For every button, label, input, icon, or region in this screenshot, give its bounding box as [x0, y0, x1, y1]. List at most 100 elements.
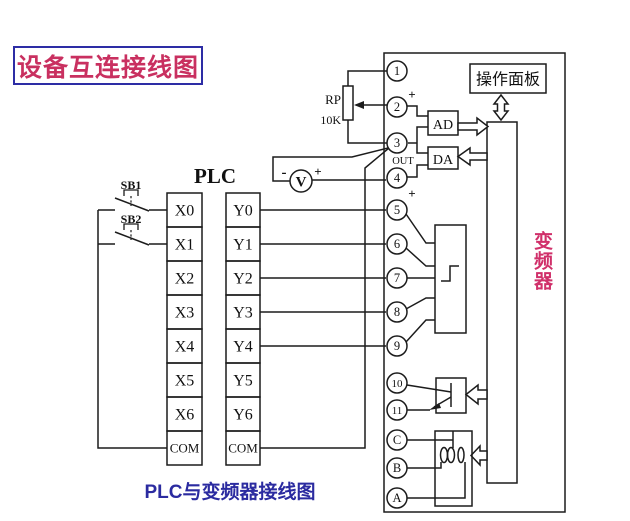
diagram-caption: PLC与变频器接线图	[125, 477, 335, 504]
plc-cell-x1: X1	[166, 226, 203, 262]
plc-cell-label: X0	[175, 203, 195, 220]
coil-turn-icon	[457, 446, 465, 464]
voltmeter-plus: +	[314, 164, 321, 179]
plc-cell-label: X1	[175, 237, 195, 254]
wire-t9-in	[405, 319, 435, 343]
ad-to-bus-arrow-icon	[457, 116, 490, 137]
terminal-c: C	[386, 429, 408, 451]
plc-output-column: Y0 Y1 Y2 Y3 Y4 Y5 Y6 COM	[225, 192, 261, 466]
contact-arrowhead-icon	[429, 403, 441, 410]
digital-input-block	[405, 213, 467, 343]
wire-t4-da	[407, 164, 428, 178]
analog-terminal-wiring: + OUT +	[392, 87, 428, 201]
step-signal-icon	[441, 265, 459, 282]
inverter-enclosure	[383, 52, 566, 513]
plc-cell-com-out: COM	[225, 430, 261, 466]
wire-com-t3	[260, 147, 390, 449]
da-label: DA	[433, 153, 454, 168]
wire-vm-t3	[272, 147, 389, 182]
terminal-label: 3	[394, 136, 400, 150]
terminal-label: B	[393, 461, 401, 475]
plus-analog-in: +	[408, 87, 415, 102]
bus-to-da-arrow-icon	[456, 146, 488, 167]
plus-analog-out: +	[408, 186, 415, 201]
plc-cell-label: Y1	[233, 237, 253, 254]
wire-t10-contact	[406, 384, 452, 393]
pushbutton-sb1: SB1	[98, 178, 167, 212]
switch-blade	[114, 231, 150, 246]
terminal-6: 6	[386, 233, 408, 255]
caption-rest: 与变频器接线图	[182, 482, 316, 503]
terminal-label: 6	[394, 237, 400, 251]
terminal-label: 11	[392, 405, 403, 417]
wire-rp-t1	[347, 70, 387, 86]
inverter-internal-bus	[486, 121, 518, 484]
plc-cell-y4: Y4	[225, 328, 261, 364]
wire-t2-ad	[407, 105, 428, 117]
terminal-label: 7	[394, 271, 400, 285]
terminal-2: 2	[386, 96, 408, 118]
plc-cell-x2: X2	[166, 260, 203, 296]
wire-t5-in	[405, 213, 435, 244]
terminal-label: 10	[392, 378, 404, 390]
plc-cell-label: Y5	[233, 373, 253, 390]
terminal-label: 2	[394, 100, 400, 114]
plc-cell-label: Y3	[233, 305, 253, 322]
terminal-label: 4	[394, 171, 401, 185]
voltmeter: V - +	[272, 147, 389, 193]
plc-cell-x4: X4	[166, 328, 203, 364]
voltmeter-minus: -	[282, 165, 287, 181]
plc-cell-label: X5	[175, 373, 195, 390]
terminal-4: 4	[386, 167, 408, 189]
plc-cell-label: Y4	[233, 339, 253, 356]
terminal-label: 9	[394, 339, 400, 353]
potentiometer-rp: RP 10K	[320, 70, 406, 144]
plc-cell-y0: Y0	[225, 192, 261, 228]
terminal-label: 8	[394, 305, 400, 319]
wiper-arrowhead-icon	[354, 101, 364, 109]
da-converter: DA	[427, 146, 459, 170]
terminal-5: 5	[386, 199, 408, 221]
plc-cell-label: X4	[175, 339, 195, 356]
terminal-10: 10	[386, 372, 408, 394]
pushbutton-actuator-icon	[123, 223, 139, 230]
plc-title: PLC	[194, 164, 236, 188]
out-label: OUT	[392, 156, 414, 167]
plc-cell-x0: X0	[166, 192, 203, 228]
terminal-label: 1	[394, 64, 400, 78]
wire	[97, 210, 167, 449]
terminal-a: A	[386, 487, 408, 509]
plc-cell-y1: Y1	[225, 226, 261, 262]
page-title-text: 设备互连接线图	[16, 54, 199, 82]
operation-panel-box	[469, 63, 547, 94]
left-common-bus	[97, 210, 167, 449]
terminal-label: 5	[394, 203, 400, 217]
plc-cell-label: Y2	[233, 271, 253, 288]
plc-cell-label: Y0	[233, 203, 253, 220]
relay-contact-block	[406, 377, 467, 414]
wire-ad-da-common	[416, 126, 428, 154]
bus-to-relay-arrow-icon	[464, 383, 488, 406]
digital-input-box	[434, 224, 467, 334]
double-arrow-icon	[492, 93, 510, 122]
terminal-9: 9	[386, 335, 408, 357]
terminal-7: 7	[386, 267, 408, 289]
terminal-label: A	[392, 491, 401, 505]
caption-plc: PLC	[144, 482, 183, 503]
wire-a-coil	[407, 462, 466, 499]
plc-cell-com-in: COM	[166, 430, 203, 466]
plc-cell-label: X2	[175, 271, 195, 288]
page-title: 设备互连接线图	[13, 46, 203, 85]
terminal-1: 1	[386, 60, 408, 82]
potentiometer-body	[342, 85, 354, 121]
plc-cell-label: X6	[175, 407, 195, 424]
da-box	[427, 146, 459, 170]
potentiometer-value: 10K	[320, 113, 341, 127]
coil-turn-icon	[446, 446, 456, 464]
operation-panel-label: 操作面板	[476, 71, 540, 89]
plc-cell-x3: X3	[166, 294, 203, 330]
ad-label: AD	[433, 118, 453, 133]
sb2-label: SB2	[121, 212, 142, 226]
